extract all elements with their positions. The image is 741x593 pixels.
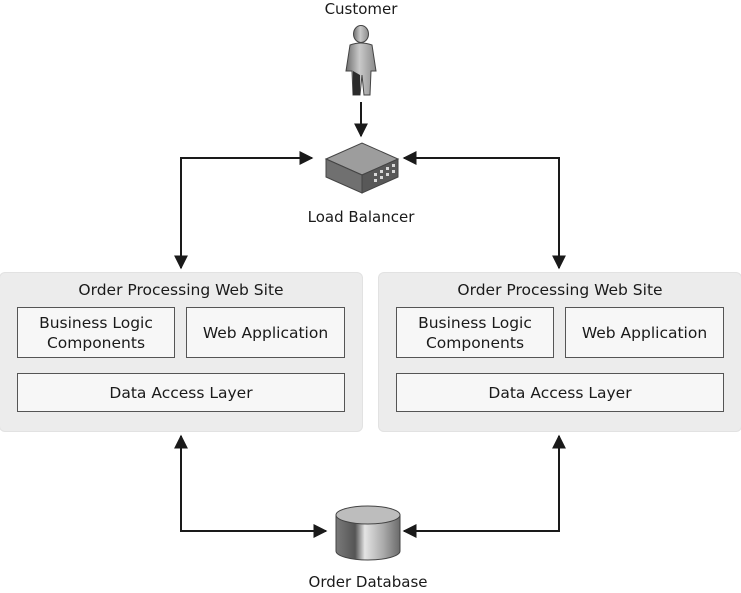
business-logic-label: Business Logic Components: [39, 313, 153, 352]
web-application-label: Web Application: [202, 323, 329, 342]
customer-person-icon: [345, 25, 377, 96]
business-logic-components-box: Business Logic Components: [17, 307, 175, 358]
database-label: Order Database: [308, 573, 428, 591]
load-balancer-label: Load Balancer: [307, 208, 415, 226]
web-site-title: Order Processing Web Site: [78, 281, 284, 299]
right-site-database-arrow: [402, 434, 566, 538]
data-access-layer-label: Data Access Layer: [488, 383, 632, 402]
data-access-layer-box: Data Access Layer: [396, 373, 724, 412]
web-site-container-left: Order Processing Web Site Business Logic…: [0, 273, 362, 431]
database-cylinder-icon: [335, 505, 401, 561]
web-site-container-right: Order Processing Web Site Business Logic…: [379, 273, 741, 431]
customer-label: Customer: [324, 0, 398, 18]
web-application-box: Web Application: [565, 307, 724, 358]
load-balancer-device-icon: [324, 142, 400, 194]
web-site-title: Order Processing Web Site: [457, 281, 663, 299]
web-application-label: Web Application: [581, 323, 708, 342]
business-logic-components-box: Business Logic Components: [396, 307, 554, 358]
data-access-layer-box: Data Access Layer: [17, 373, 345, 412]
balancer-left-site-arrow: [174, 151, 314, 270]
web-application-box: Web Application: [186, 307, 345, 358]
balancer-right-site-arrow: [402, 151, 566, 270]
business-logic-label: Business Logic Components: [418, 313, 532, 352]
left-site-database-arrow: [174, 434, 328, 538]
data-access-layer-label: Data Access Layer: [109, 383, 253, 402]
